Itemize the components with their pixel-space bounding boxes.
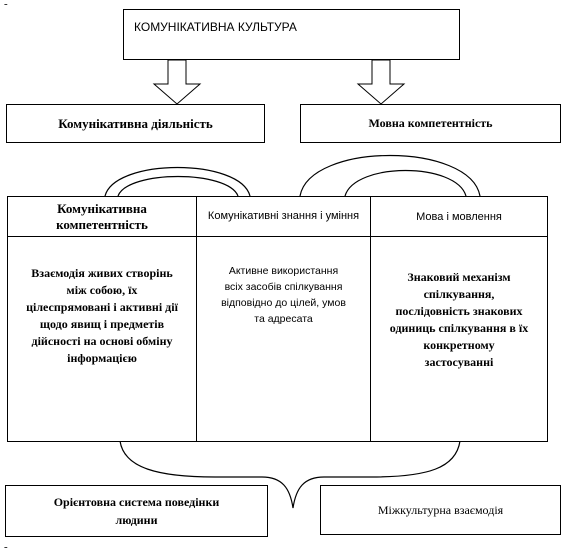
orientation-system-box: Орієнтовна система поведінки людини bbox=[5, 485, 268, 537]
arc-right-inner bbox=[344, 169, 467, 197]
column-2-body: Активне використання всіх засобів спілку… bbox=[221, 265, 346, 325]
top-box-label: КОМУНІКАТИВНА КУЛЬТУРА bbox=[134, 20, 297, 34]
arc-left-inner bbox=[117, 176, 239, 197]
column-language-and-speech: Мова і мовлення Знаковий механізм спілку… bbox=[370, 196, 548, 442]
column-1-head: Комунікативна компетентність bbox=[8, 197, 196, 237]
edge-mark-top: - bbox=[4, 0, 8, 10]
language-competence-label: Мовна компетентність bbox=[368, 116, 493, 130]
arrow-right bbox=[356, 59, 406, 105]
column-3-head-label: Мова і мовлення bbox=[416, 210, 502, 223]
bottom-brace bbox=[119, 440, 461, 509]
top-box-communicative-culture: КОМУНІКАТИВНА КУЛЬТУРА bbox=[123, 9, 460, 60]
edge-mark-bottom: - bbox=[4, 541, 8, 553]
column-2-head-label: Комунікативні знання і уміння bbox=[207, 210, 360, 222]
communicative-activity-box: Комунікативна діяльність bbox=[6, 104, 265, 143]
column-2-head: Комунікативні знання і уміння bbox=[197, 197, 370, 237]
column-1-head-label: Комунікативна компетентність bbox=[56, 200, 148, 232]
arc-right-outer bbox=[299, 155, 481, 197]
column-3-body: Знаковий механізм спілкування, послідовн… bbox=[389, 270, 529, 369]
column-3-head: Мова і мовлення bbox=[371, 197, 547, 237]
column-communicative-knowledge-skills: Комунікативні знання і уміння Активне ви… bbox=[196, 196, 371, 442]
column-communicative-competence: Комунікативна компетентність Взаємодія ж… bbox=[7, 196, 197, 442]
communicative-activity-label: Комунікативна діяльність bbox=[58, 115, 213, 131]
intercultural-interaction-box: Міжкультурна взаємодія bbox=[320, 485, 561, 535]
column-1-body: Взаємодія живих створінь між собою, їх ц… bbox=[26, 266, 178, 365]
arrow-left bbox=[152, 59, 202, 105]
language-competence-box: Мовна компетентність bbox=[300, 104, 561, 143]
orientation-system-label: Орієнтовна система поведінки людини bbox=[53, 495, 220, 527]
intercultural-interaction-label: Міжкультурна взаємодія bbox=[377, 502, 504, 517]
arc-left-outer bbox=[104, 167, 251, 197]
